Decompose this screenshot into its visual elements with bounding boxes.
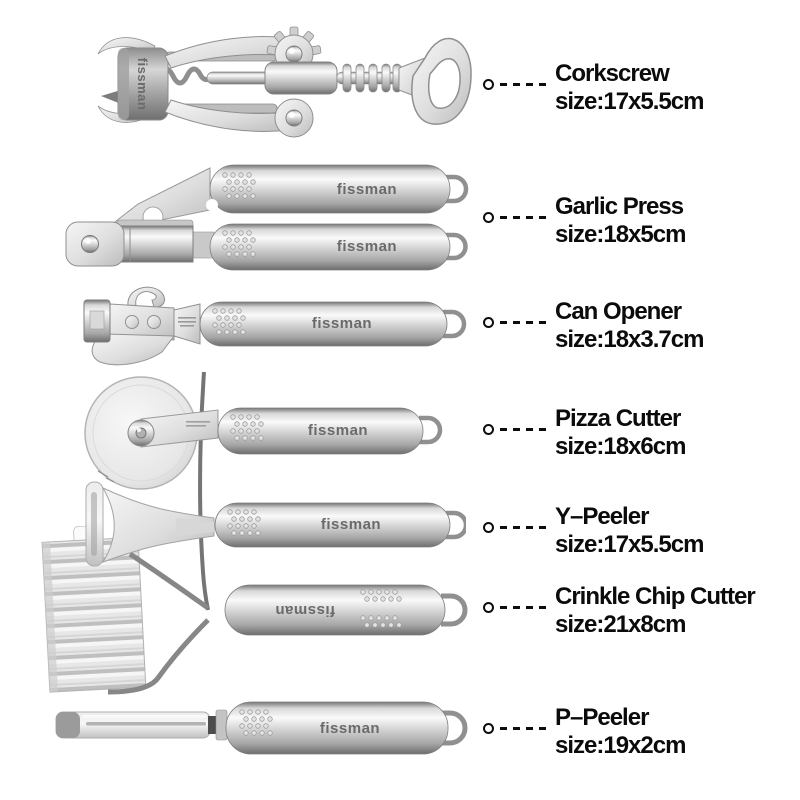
product-name: P–Peeler (555, 704, 649, 731)
y-peeler-photo: fissman (85, 481, 466, 567)
brand-logo: fissman (312, 315, 372, 332)
product-size: size:18x6cm (555, 433, 686, 460)
can-opener-photo: fissman (83, 286, 467, 366)
hanging-loop (441, 593, 468, 627)
brand-logo: fissman (321, 516, 381, 533)
garlic-press-handle (209, 164, 451, 214)
blade-slot (91, 492, 97, 556)
brand-logo-inverted: fissman (275, 602, 335, 619)
p-peeler-photo: fissman (55, 701, 468, 755)
corkscrew-photo: fissman (97, 26, 472, 138)
leader-dot-icon (483, 602, 494, 613)
y-head-ridge (176, 518, 214, 536)
blade-marks (97, 470, 115, 483)
opener-hook (127, 286, 165, 308)
corkscrew-butterfly-handle (411, 37, 472, 125)
leader-dash (500, 526, 552, 529)
product-name: Crinkle Chip Cutter (555, 583, 756, 610)
product-size: size:19x2cm (555, 732, 686, 759)
can-opener-handle (199, 301, 448, 347)
hanging-loop (446, 174, 469, 204)
garlic-press-handle (209, 223, 451, 271)
clamp-slot (89, 310, 105, 330)
grip-dots (360, 589, 402, 602)
rivet (125, 315, 139, 329)
handle-neck (173, 303, 201, 345)
corkscrew-body (264, 61, 338, 95)
product-name: Y–Peeler (555, 503, 649, 530)
corkscrew-ribs (342, 63, 402, 93)
collar (215, 709, 228, 741)
hanging-loop (419, 415, 443, 445)
leader-dot-icon (483, 212, 494, 223)
leader-dot-icon (483, 317, 494, 328)
product-size: size:17x5.5cm (555, 88, 704, 115)
blade-edge-shade (42, 541, 58, 693)
crinkle-blade (41, 526, 147, 693)
corkscrew-gear-bottom (274, 98, 314, 138)
grip-dots (230, 414, 264, 441)
crinkle-chip-cutter-photo: fissman (41, 526, 468, 695)
rivet-highlight (137, 428, 141, 432)
hanging-loop (446, 232, 468, 261)
bell-edge (118, 48, 129, 120)
opener-blade (91, 333, 175, 366)
brand-logo: fissman (308, 422, 368, 439)
product-name: Pizza Cutter (555, 405, 681, 432)
leader-dash (500, 606, 552, 609)
product-size: size:21x8cm (555, 611, 686, 638)
hanging-loop (446, 510, 466, 540)
pizza-cutter-handle (217, 407, 424, 455)
grip-dots (222, 172, 256, 199)
grip-dots (227, 509, 261, 536)
blade-tip (56, 712, 80, 738)
handle-notch (206, 199, 218, 211)
leader-dash (500, 216, 552, 219)
leader-dot-icon (483, 424, 494, 435)
hinge-block (116, 225, 194, 263)
frame-wire (128, 551, 210, 611)
pivot-rivet (81, 235, 99, 253)
fine-print-lines (186, 421, 210, 427)
product-name: Can Opener (555, 298, 682, 325)
product-size: size:18x3.7cm (555, 326, 704, 353)
product-size: size:18x5cm (555, 221, 686, 248)
blade-highlight (82, 715, 206, 718)
pizza-cutter-photo: fissman (84, 376, 443, 490)
grip-dots (360, 615, 402, 628)
leader-dash (500, 83, 552, 86)
blade-slot (86, 722, 206, 726)
leader-dash (500, 321, 552, 324)
hanging-loop (442, 710, 468, 746)
frame-wire (107, 618, 210, 695)
grip-dots (222, 230, 256, 257)
y-peeler-handle (214, 502, 451, 548)
hanging-loop (443, 309, 467, 339)
leader-dot-icon (483, 522, 494, 533)
blade-pivot (208, 716, 217, 734)
brand-logo: fissman (320, 720, 380, 737)
product-size: size:17x5.5cm (555, 531, 704, 558)
product-name: Garlic Press (555, 193, 684, 220)
garlic-press-photo: fissman fissman (65, 164, 469, 271)
corkscrew-worm-tip (101, 90, 121, 104)
y-head (101, 486, 215, 563)
fine-print-lines (178, 317, 196, 327)
product-name: Corkscrew (555, 60, 670, 87)
brand-logo-bell: fissman (135, 58, 150, 111)
leader-dot-icon (483, 79, 494, 90)
leader-dot-icon (483, 723, 494, 734)
leader-dash (500, 727, 552, 730)
leader-dash (500, 428, 552, 431)
rivet-highlight (85, 238, 91, 244)
p-peeler-handle (225, 701, 449, 755)
brand-logo: fissman (337, 181, 397, 198)
rivet (147, 315, 161, 329)
grip-dots (212, 308, 246, 335)
grip-dots (239, 709, 273, 736)
brand-logo: fissman (337, 238, 397, 255)
